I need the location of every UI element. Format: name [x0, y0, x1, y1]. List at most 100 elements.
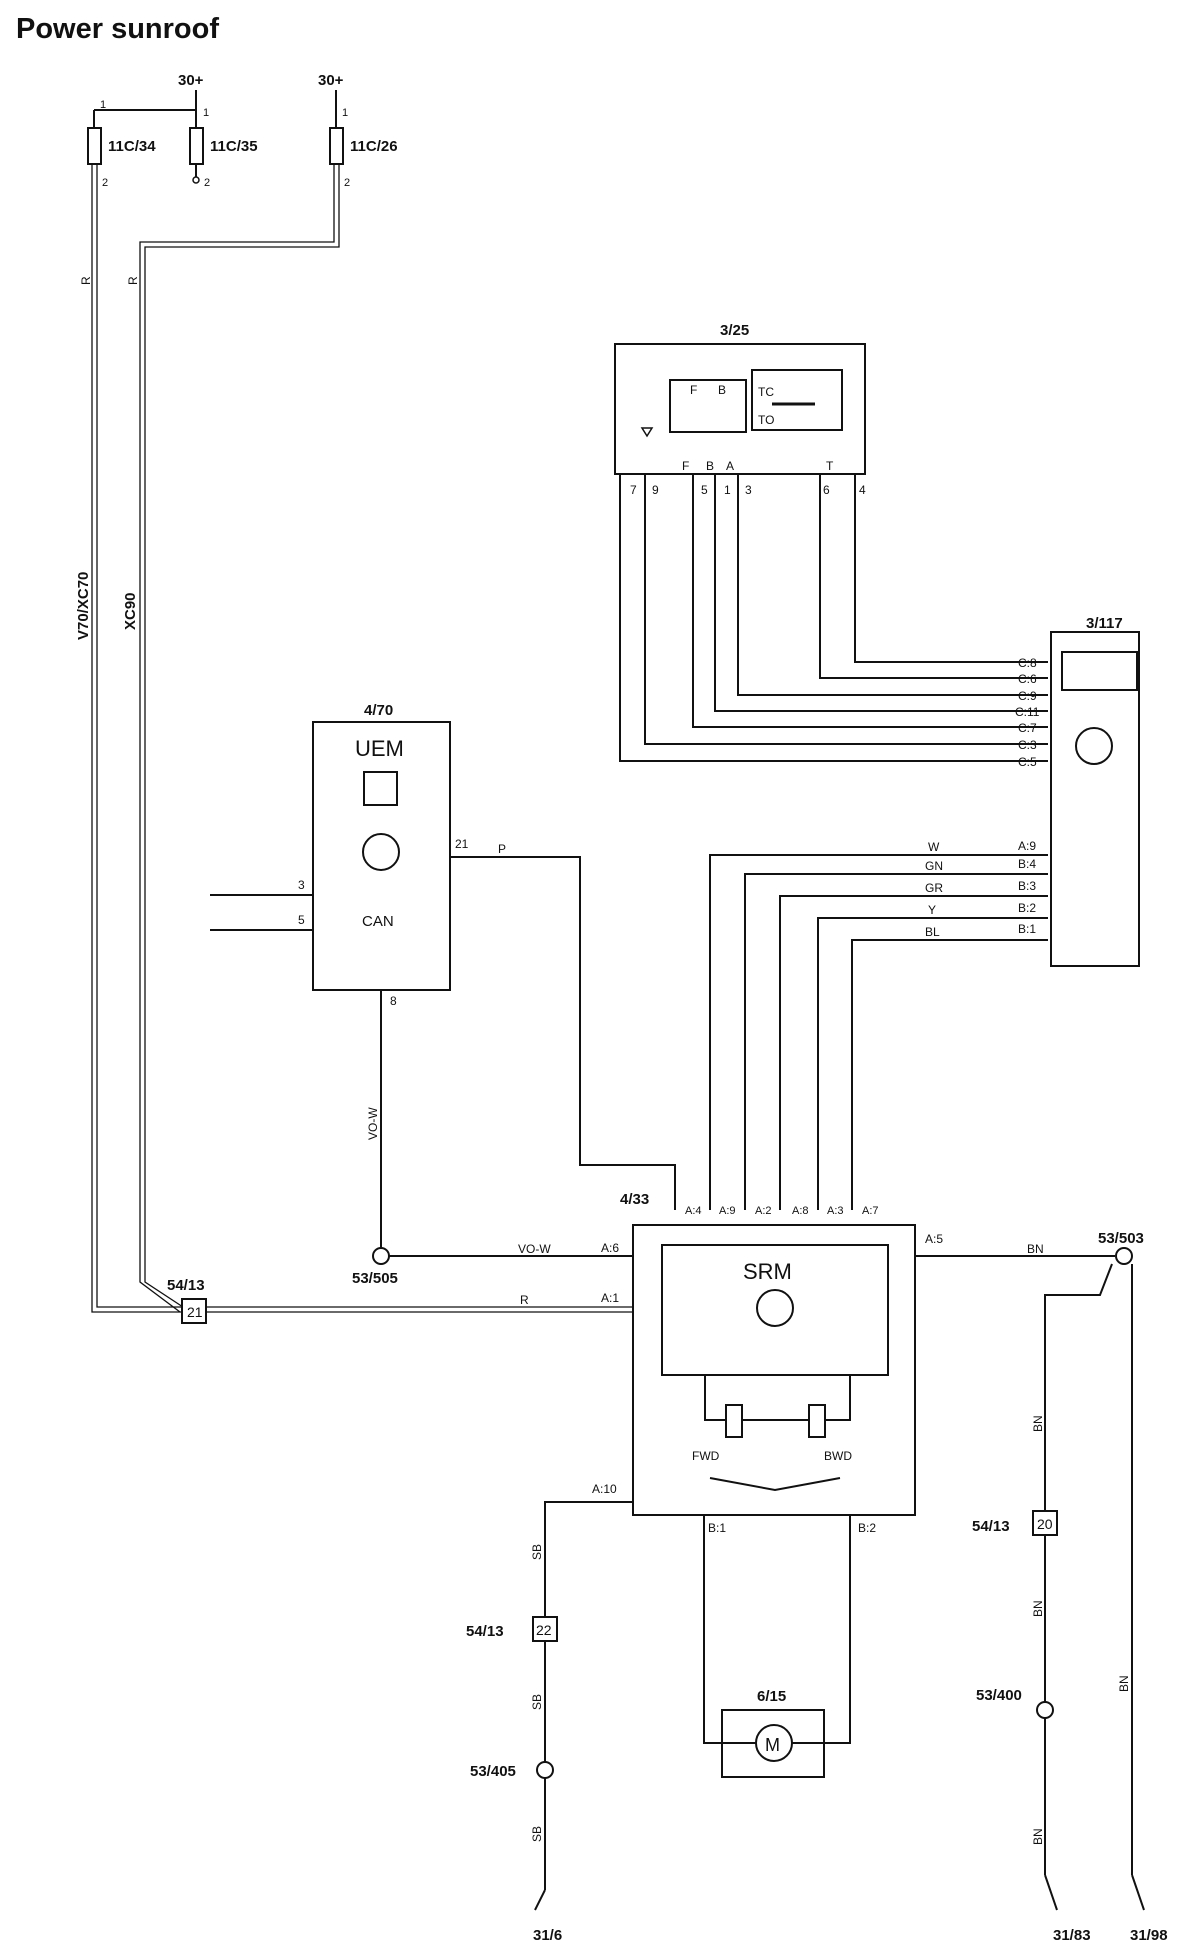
- cem-pin: C:11: [1015, 705, 1040, 719]
- cem-srm-wires: W GN GR Y BL: [709, 840, 1048, 1210]
- switch-pin: 6: [823, 483, 830, 497]
- splice-label: 53/405: [470, 1763, 516, 1780]
- uem-pin: 8: [390, 994, 397, 1008]
- relay-label: BWD: [824, 1449, 852, 1463]
- uem-pin: 5: [298, 913, 305, 927]
- switch-pin: 7: [630, 483, 637, 497]
- transistor-icon: [1075, 727, 1113, 765]
- wire-color-label: BN: [1027, 1242, 1044, 1256]
- wire-color-label: SB: [530, 1826, 544, 1842]
- splice-53-505: [372, 1247, 390, 1265]
- switch-label: TC: [758, 385, 774, 399]
- wire-color-label: VO-W: [518, 1242, 551, 1256]
- wire-color-label: BN: [1031, 1600, 1045, 1617]
- switch-pin: 1: [724, 483, 731, 497]
- cem-pin: C:8: [1018, 656, 1037, 670]
- ground-label: 31/83: [1053, 1927, 1091, 1944]
- srm-pin: B:1: [708, 1521, 726, 1535]
- motor-symbol: M: [765, 1735, 780, 1755]
- splice-53-503: [1115, 1247, 1133, 1265]
- wire-color-label: BL: [925, 925, 940, 939]
- fuse-pin-label: 2: [344, 177, 350, 189]
- srm-name: SRM: [743, 1259, 792, 1284]
- connector-pin: 21: [187, 1304, 203, 1320]
- wire-color-label: BN: [1031, 1828, 1045, 1845]
- switch-label: TO: [758, 413, 774, 427]
- connector-54-13-22: [532, 1616, 558, 1642]
- srm-pin: A:8: [792, 1205, 809, 1217]
- switch-label: A: [726, 459, 734, 473]
- variant-label-xc90: XC90: [122, 592, 139, 630]
- page-title: Power sunroof: [16, 13, 219, 45]
- uem-name: UEM: [355, 736, 404, 761]
- switch-id: 3/25: [720, 322, 749, 339]
- fuse-11c35: [189, 127, 204, 165]
- switch-label: F: [690, 383, 697, 397]
- switch-cem-wires: [619, 474, 1048, 762]
- switch-pin: 3: [745, 483, 752, 497]
- ground-label: 31/98: [1130, 1927, 1168, 1944]
- connector-54-13-20: [1032, 1510, 1058, 1536]
- wire-color-label: GN: [925, 859, 943, 873]
- cem-module: 3/117 C:8 C:6 C:9 C:11 C:7 C:3 C:5 A:9 B…: [1015, 615, 1140, 967]
- splice-53-405: [536, 1761, 554, 1779]
- fuse-pin-label: 2: [102, 177, 108, 189]
- relay-coil-bwd: [808, 1404, 826, 1438]
- switch-pin: 4: [859, 483, 866, 497]
- cem-pin: B:4: [1018, 857, 1036, 871]
- transistor-icon: [756, 1289, 794, 1327]
- cem-pin: B:3: [1018, 879, 1036, 893]
- wire-color-label: Y: [928, 903, 936, 917]
- srm-pin: A:7: [862, 1205, 879, 1217]
- uem-pin: 21: [455, 837, 469, 851]
- wire-color-label: SB: [530, 1694, 544, 1710]
- relay-label: FWD: [692, 1449, 720, 1463]
- relay-coil-fwd: [725, 1404, 743, 1438]
- switch-pin: 5: [701, 483, 708, 497]
- fuse-label: 11C/26: [350, 138, 398, 155]
- splice-label: 53/505: [352, 1270, 398, 1287]
- fuse-pin-label: 1: [342, 107, 348, 119]
- cem-pin: C:9: [1018, 689, 1037, 703]
- transistor-icon: [362, 833, 400, 871]
- fuse-11c34: [87, 127, 102, 165]
- wire-color-r-1: R: [79, 276, 93, 285]
- fuse-label: 11C/35: [210, 138, 258, 155]
- srm-pin: A:10: [592, 1482, 617, 1496]
- switch-pin: 9: [652, 483, 659, 497]
- splice-53-400: [1036, 1701, 1054, 1719]
- wire-color-label: P: [498, 842, 506, 856]
- connector-label: 54/13: [972, 1518, 1010, 1535]
- cem-pin: C:3: [1018, 738, 1037, 752]
- supply-label-2: 30+: [318, 72, 344, 89]
- wire-color-label: W: [928, 840, 940, 854]
- srm-pin: A:6: [601, 1241, 619, 1255]
- splice-label: 53/503: [1098, 1230, 1144, 1247]
- antenna-icon: [363, 771, 398, 806]
- connector-54-13-21: 54/13 21 R: [167, 1277, 633, 1324]
- sunroof-motor: 6/15 M: [703, 1515, 851, 1778]
- cem-pin: A:9: [1018, 839, 1036, 853]
- p-wire: [450, 856, 676, 1210]
- srm-pin: A:3: [827, 1205, 844, 1217]
- variant-label-v70: V70/XC70: [75, 572, 92, 640]
- wire-color-r-2: R: [126, 276, 140, 285]
- switch-label: F: [682, 459, 689, 473]
- srm-pin: A:1: [601, 1291, 619, 1305]
- connector-label: 54/13: [466, 1623, 504, 1640]
- connector-pin: 20: [1037, 1516, 1053, 1532]
- wire-color-label: BN: [1117, 1675, 1131, 1692]
- fuse-pin-label: 1: [100, 99, 106, 111]
- srm-id: 4/33: [620, 1191, 649, 1208]
- wire-color-label: BN: [1031, 1415, 1045, 1432]
- connector-pin: 22: [536, 1622, 552, 1638]
- wire-color-label: GR: [925, 881, 943, 895]
- uem-pin: 3: [298, 878, 305, 892]
- motor-id: 6/15: [757, 1688, 786, 1705]
- switch-label: B: [706, 459, 714, 473]
- splice-label: 53/400: [976, 1687, 1022, 1704]
- cem-pin: C:6: [1018, 672, 1037, 686]
- cem-pin: C:7: [1018, 721, 1037, 735]
- ground-points: 31/6 31/83 31/98: [533, 1874, 1168, 1944]
- srm-pin: A:9: [719, 1205, 736, 1217]
